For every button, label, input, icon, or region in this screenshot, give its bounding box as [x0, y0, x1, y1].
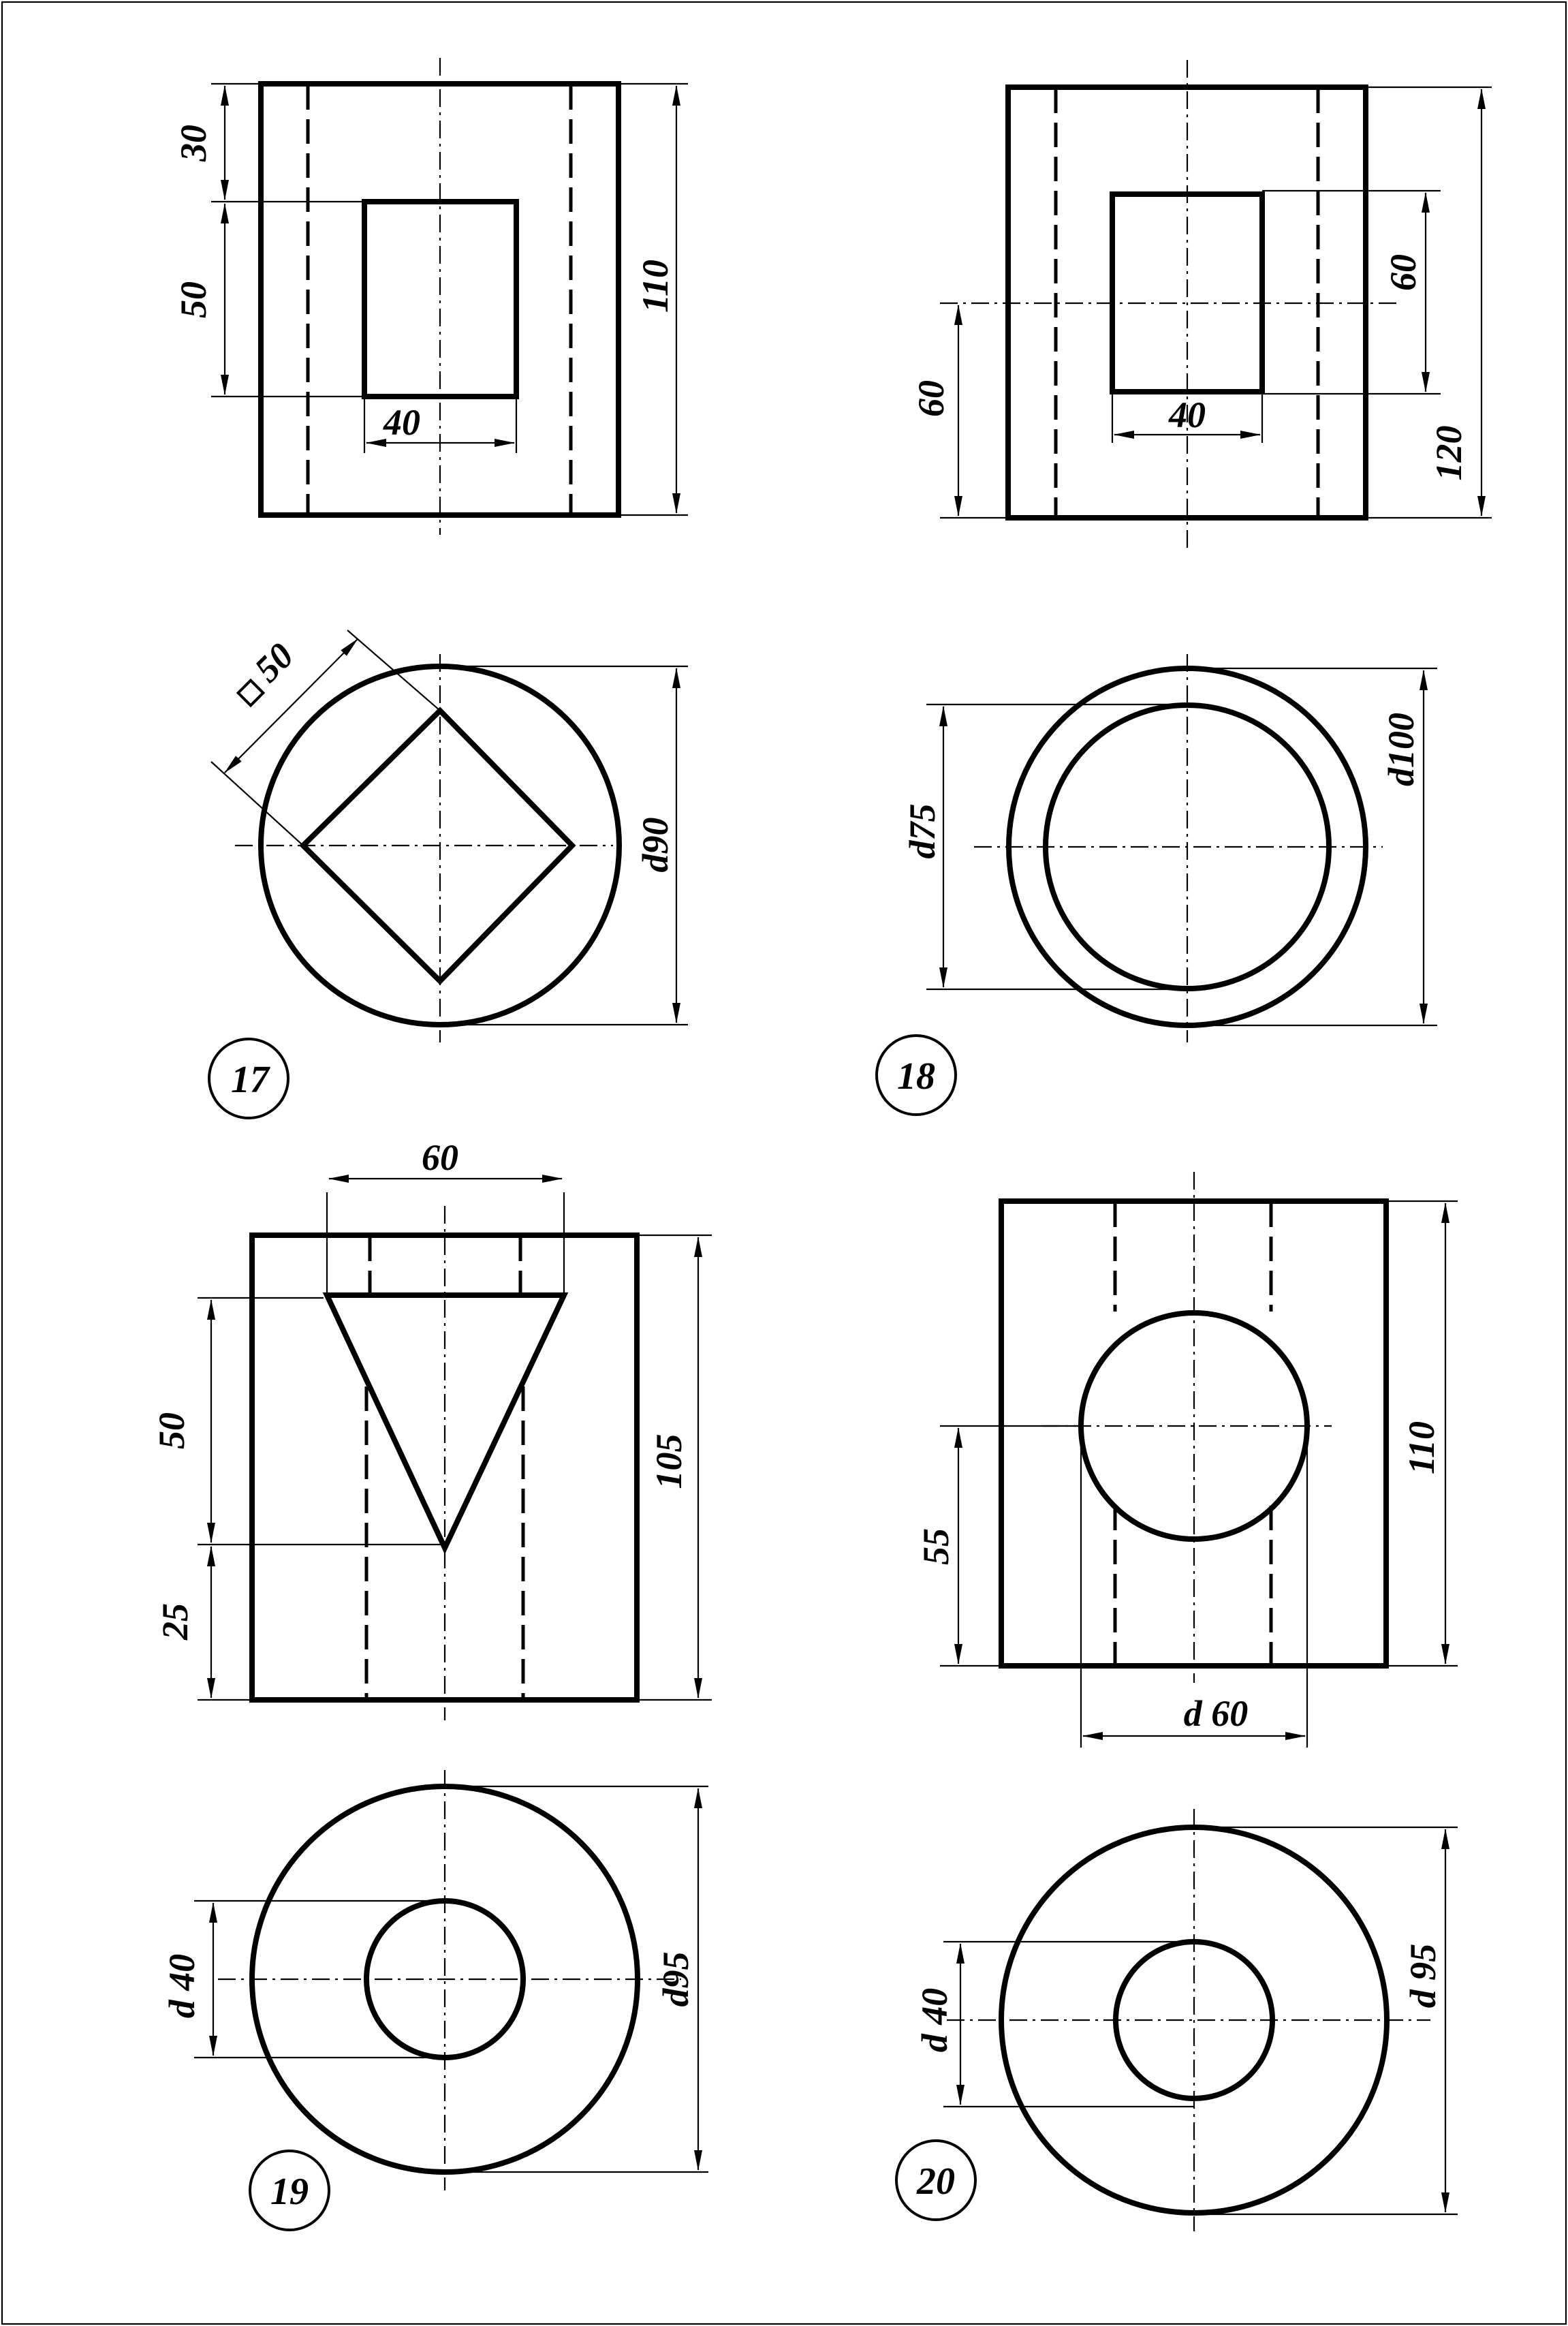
dimension-label: 50	[173, 281, 214, 318]
dimension-line-square-50	[224, 638, 358, 773]
figure-number: 17	[231, 1059, 270, 1101]
figure-number-circle	[895, 2139, 977, 2221]
figure-17: 30 50 40 110 50	[173, 58, 688, 1119]
dimension-label: 110	[1401, 1421, 1442, 1474]
figure-number-circle	[249, 2150, 330, 2231]
dimension-label: d 40	[161, 1954, 202, 2019]
figure-number: 20	[916, 2160, 955, 2203]
figure-19-front-view: 60 50 25 105	[151, 1137, 712, 1720]
figure-18: 60 40 60 120 d75	[875, 60, 1492, 1116]
dimension-label: 40	[383, 402, 420, 443]
figure-17-top-view: 50 d90	[210, 630, 688, 1042]
dimension-label: d100	[1381, 713, 1422, 786]
figure-number-circle	[208, 1038, 289, 1119]
dimension-label: d95	[655, 1952, 696, 2007]
figure-17-front-view: 30 50 40 110	[173, 58, 688, 535]
figure-number: 19	[270, 2171, 309, 2213]
dimension-label: 40	[1168, 394, 1206, 435]
square-symbol-icon	[236, 678, 266, 708]
dimension-label: 60	[911, 380, 952, 417]
figure-number-circle	[875, 1034, 957, 1116]
figure-20: 55 110 d 60 d 40 d 95	[895, 1172, 1458, 2231]
figure-18-top-view: d75 d100	[902, 654, 1437, 1042]
cone-hole-triangle	[322, 1292, 569, 1555]
figure-19: 60 50 25 105 d 40	[151, 1137, 712, 2231]
dimension-label: 50	[151, 1412, 192, 1449]
dimension-label: 55	[915, 1528, 956, 1565]
figure-number: 18	[897, 1055, 935, 1098]
dimension-label: 105	[648, 1434, 689, 1489]
dimension-label: 50	[247, 635, 302, 690]
dimension-label: 25	[155, 1603, 195, 1641]
dimension-label: d 40	[914, 1988, 955, 2053]
figure-20-top-view: d 40 d 95	[914, 1809, 1458, 2231]
dimension-label: 60	[422, 1137, 458, 1178]
figure-19-top-view: d 40 d95	[161, 1770, 708, 2190]
figure-20-front-view: 55 110 d 60	[915, 1172, 1458, 1748]
dimension-label: 120	[1428, 426, 1469, 481]
dimension-label: 30	[173, 125, 214, 162]
figure-18-front-view: 60 40 60 120	[911, 60, 1492, 552]
dimension-label: d 95	[1402, 1944, 1443, 2009]
dimension-label: d75	[902, 804, 943, 859]
dimension-label: d90	[635, 818, 676, 873]
dimension-label: d 60	[1184, 1693, 1249, 1734]
dimension-label: 60	[1383, 254, 1424, 291]
dimension-label: 110	[635, 260, 676, 313]
